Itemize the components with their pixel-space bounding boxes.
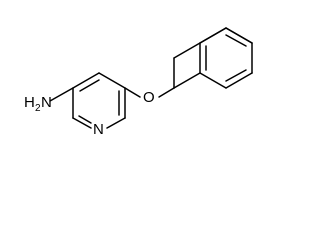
bond-oxygen-ch [158, 87, 175, 98]
bond-n-c2 [72, 117, 92, 129]
bond-n-c2-inner [78, 115, 92, 124]
pyridine-ring [72, 72, 126, 129]
bond-ar5-ar6 [225, 72, 253, 89]
atom-label-amine: H 2 N [24, 94, 52, 114]
bond-ar5-ar6-inner [225, 69, 247, 82]
bond-c5-c6 [98, 72, 126, 89]
molecule-drawing: N O H 2 N [24, 27, 253, 138]
bond-ar3-ar4-inner [225, 34, 247, 47]
bond-ch-ar [173, 72, 201, 89]
amine-hydrogen-label: H [24, 94, 35, 111]
bond-c1-oxygen [124, 87, 141, 98]
bond-c3-amine [49, 87, 74, 102]
bond-c1-n [106, 117, 126, 129]
benzene-ring [199, 27, 253, 89]
bond-ch2a-ch2b [173, 42, 201, 59]
amine-hydrogen-count: 2 [35, 103, 41, 114]
bond-ar3-ar4 [225, 27, 253, 44]
bond-c4-c5-inner [79, 79, 100, 92]
amine-nitrogen-label: N [41, 94, 52, 111]
atom-label-ether-oxygen: O [143, 89, 155, 106]
bond-c4-c5 [72, 72, 100, 89]
bond-ar6-ar1 [199, 72, 227, 89]
structure-diagram: N O H 2 N [24, 27, 253, 138]
atom-label-ring-nitrogen: N [93, 121, 104, 138]
bond-ar2-ar3 [199, 27, 227, 44]
